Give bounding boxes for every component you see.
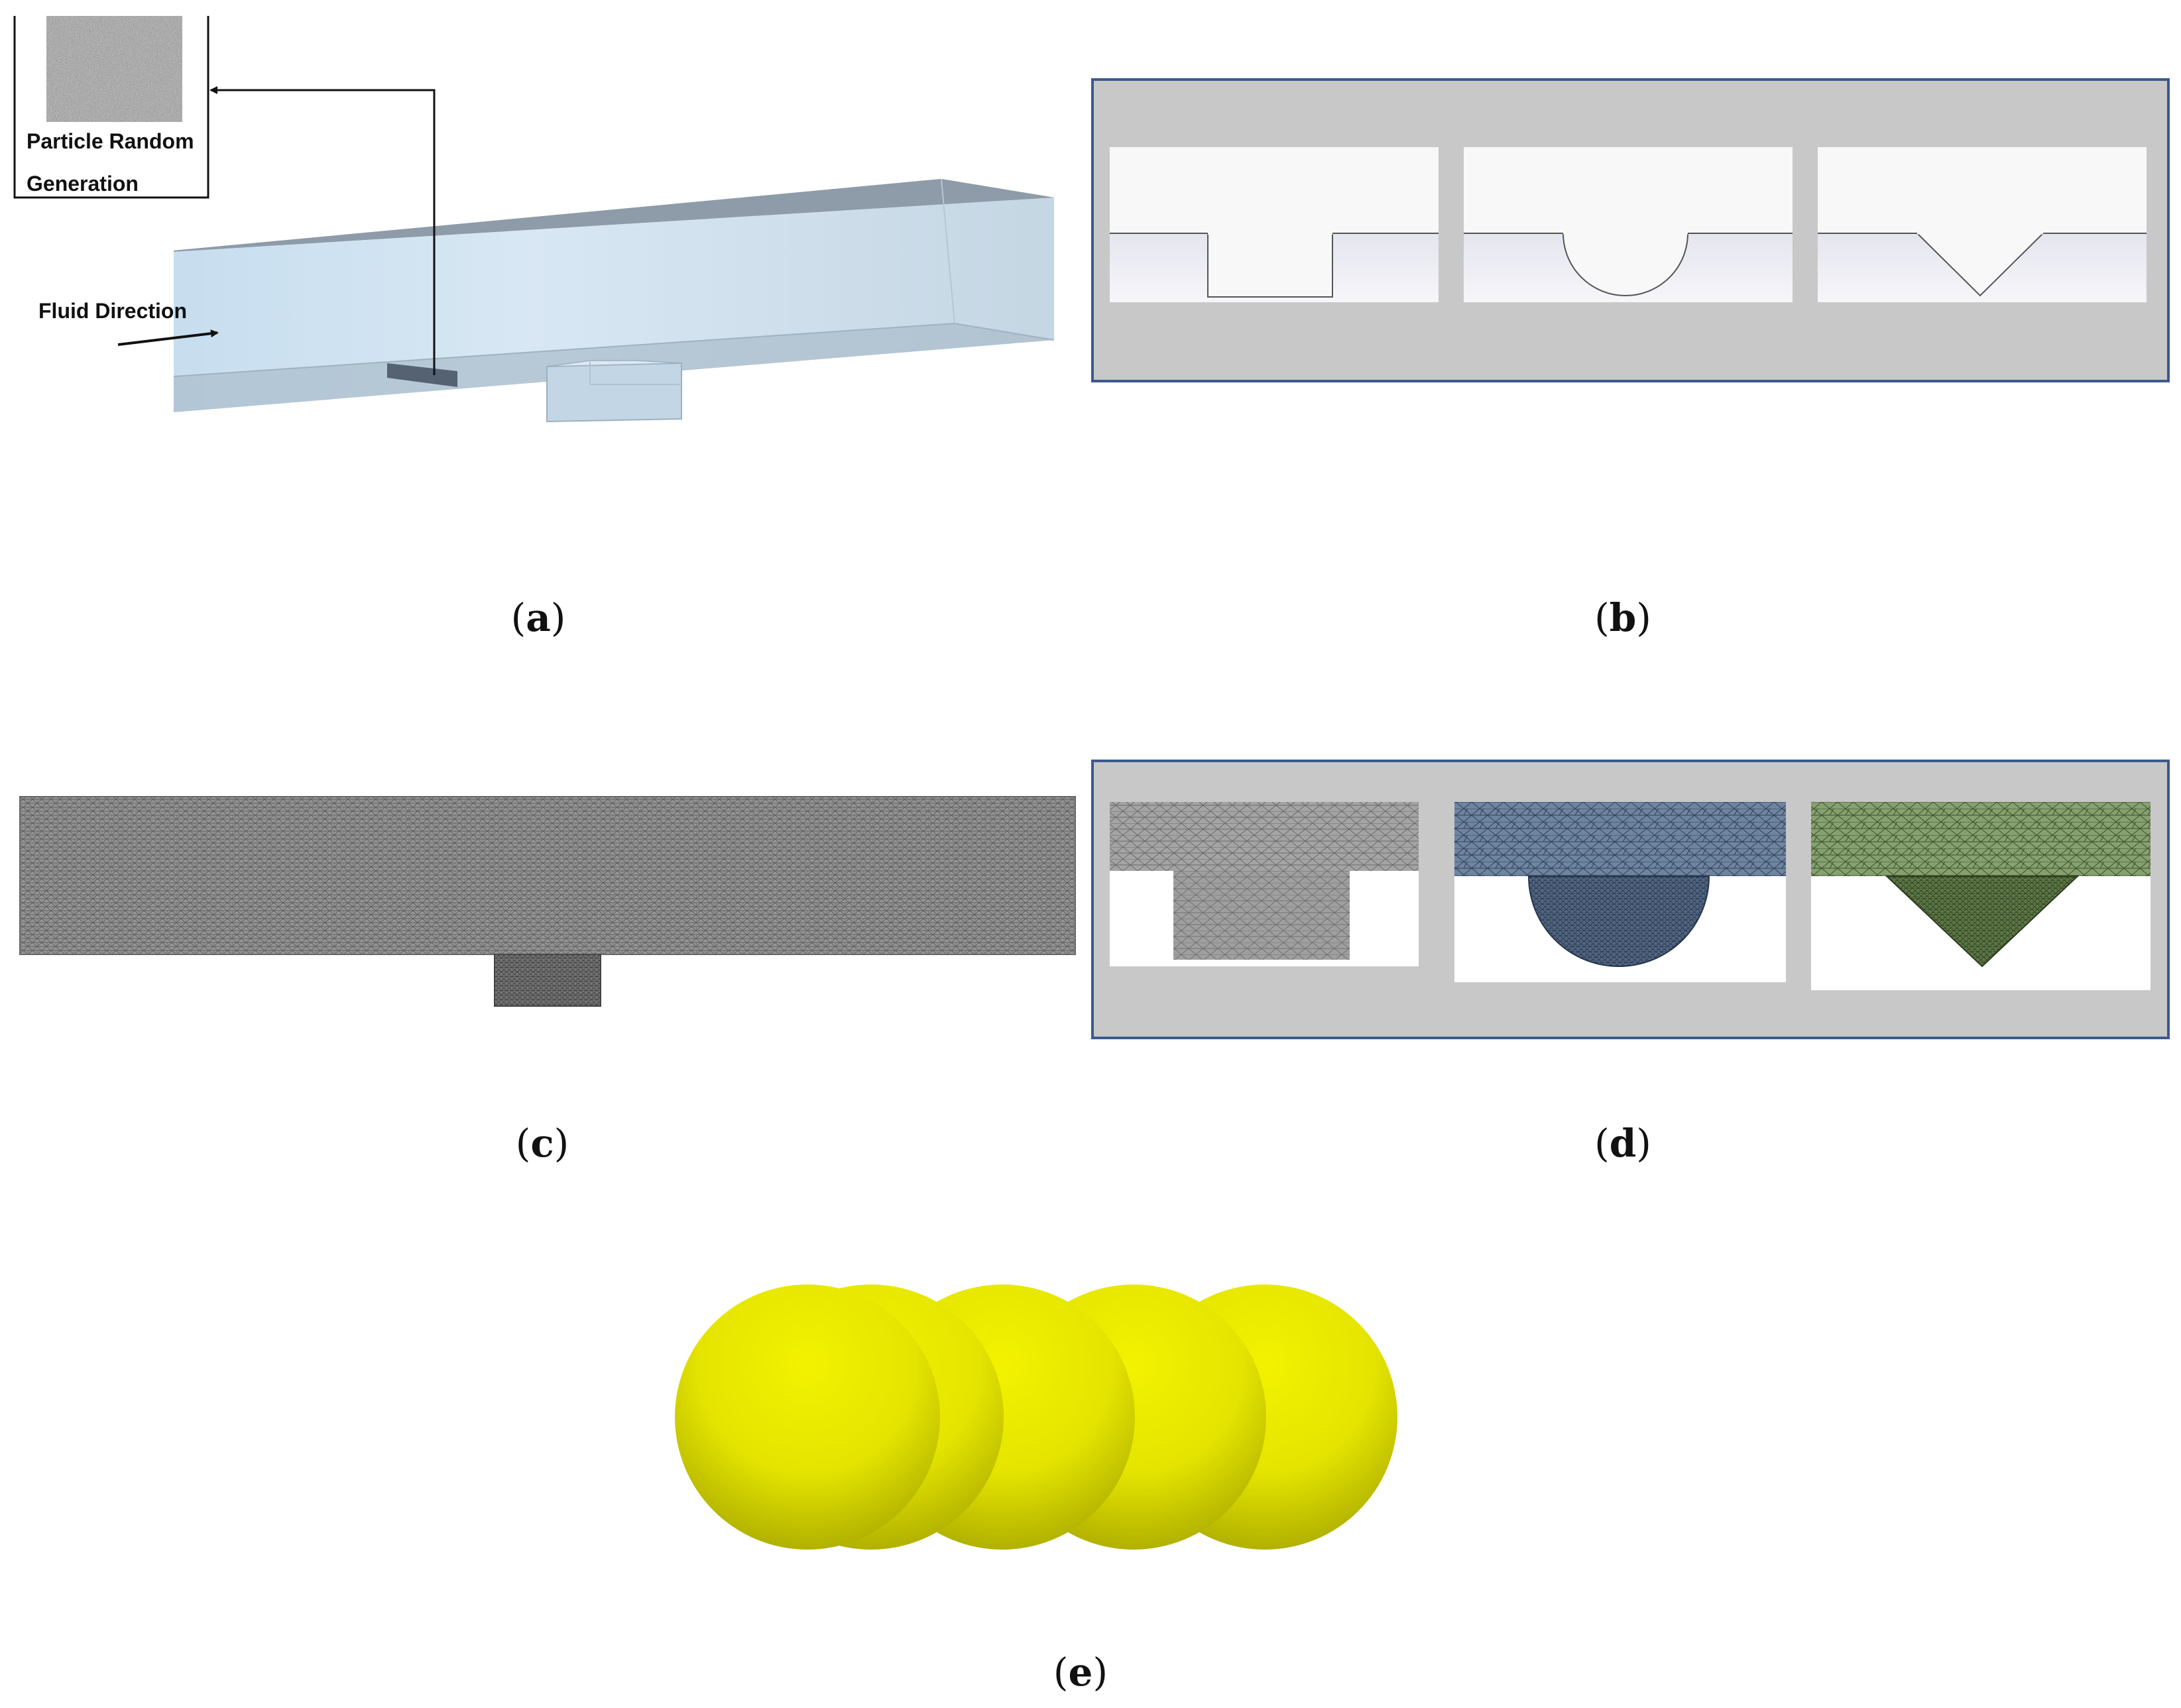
panel-e: (e) bbox=[675, 1284, 1397, 1695]
panel-a: Particle Random Generation Fluid Directi bbox=[13, 16, 1055, 640]
particle-inset-label-line2: Generation bbox=[27, 172, 139, 196]
cavity-mesh bbox=[494, 954, 601, 1007]
flow-direction-label: Fluid Direction bbox=[38, 299, 187, 323]
caption-d: (d) bbox=[1594, 1121, 1651, 1166]
particle-inset-frame bbox=[13, 16, 209, 199]
caption-e: (e) bbox=[1053, 1650, 1108, 1695]
caption-b: (b) bbox=[1594, 595, 1651, 640]
particle-sphere-1 bbox=[675, 1284, 940, 1550]
caption-c: (c) bbox=[516, 1121, 569, 1166]
channel-mesh bbox=[19, 796, 1076, 955]
injection-pointer-arrow bbox=[209, 86, 436, 375]
cavity-box bbox=[546, 362, 682, 423]
particle-chain bbox=[675, 1284, 1397, 1550]
panel-b: (b) bbox=[1091, 78, 2170, 640]
profile-triangular bbox=[1818, 147, 2147, 302]
panel-c: (c) bbox=[19, 796, 1076, 1166]
mesh-semicircular bbox=[1454, 802, 1786, 982]
profile-rectangular bbox=[1110, 147, 1439, 302]
profile-semicircular bbox=[1464, 147, 1793, 302]
panel-d: (d) bbox=[1091, 760, 2170, 1166]
particle-inset-label-line1: Particle Random bbox=[27, 129, 194, 153]
mesh-rectangular bbox=[1110, 802, 1419, 966]
flow-direction-arrow bbox=[117, 329, 219, 346]
injection-surface bbox=[387, 363, 457, 387]
channel-domain bbox=[173, 178, 1055, 423]
mesh-triangular bbox=[1811, 802, 2151, 990]
caption-a: (a) bbox=[511, 595, 566, 640]
